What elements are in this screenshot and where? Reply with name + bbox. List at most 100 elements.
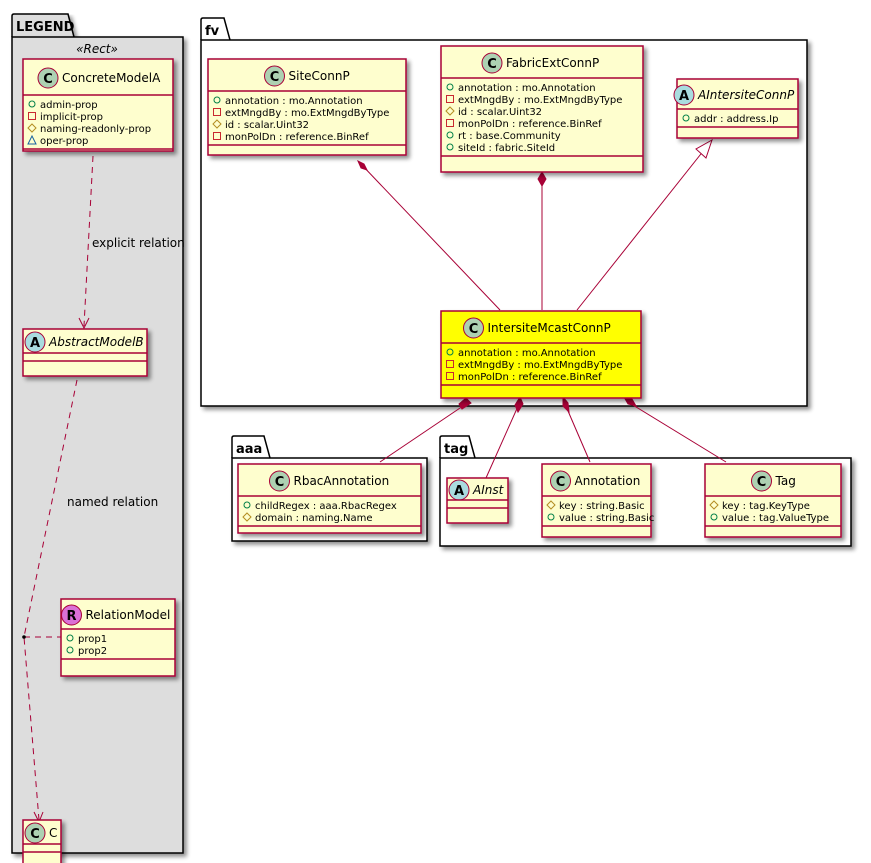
protected-visibility-icon [242, 512, 252, 522]
composition-diamond-icon [357, 159, 368, 171]
class-icon [751, 470, 772, 492]
protected-visibility-icon [445, 106, 455, 116]
class-kind-letter: C [757, 475, 767, 490]
rel-ainst-composition [485, 403, 520, 479]
class-icon [269, 470, 290, 492]
class-name: SiteConnP [289, 69, 350, 83]
class-attribute: siteId : fabric.SiteId [458, 143, 555, 154]
inheritance-triangle-icon [695, 138, 713, 159]
class-name: FabricExtConnP [506, 56, 599, 70]
class-attribute: monPolDn : reference.BinRef [225, 132, 369, 143]
private-visibility-icon [213, 132, 221, 140]
public-visibility-icon [243, 501, 251, 509]
composition-diamond-icon [562, 395, 570, 414]
private-visibility-icon [213, 108, 221, 116]
class-kind-letter: C [275, 475, 285, 490]
protected-visibility-icon [709, 500, 719, 510]
class-name: RbacAnnotation [294, 474, 390, 488]
class-attribute: rt : base.Community [458, 131, 561, 142]
legend-explicit-arrow-icon [78, 317, 90, 330]
class-attribute: oper-prop [40, 136, 88, 147]
class-attribute: value : string.Basic [559, 513, 654, 524]
protected-visibility-icon [546, 500, 556, 510]
class-attribute: annotation : mo.Annotation [458, 348, 596, 359]
legend-body [11, 36, 184, 854]
class-attribute: implicit-prop [40, 112, 103, 123]
class-attribute: extMngdBy : mo.ExtMngdByType [458, 95, 622, 106]
class-attribute: monPolDn : reference.BinRef [458, 372, 602, 383]
package-aaa-title: aaa [236, 442, 262, 457]
package-tag-tab [439, 435, 476, 459]
class-name: Tag [775, 474, 796, 488]
public-visibility-icon [446, 131, 454, 139]
class-attribute: naming-readonly-prop [40, 124, 151, 135]
class-attribute: extMngdBy : mo.ExtMngdByType [225, 108, 389, 119]
rel-rbacannotation-composition [379, 403, 467, 463]
class-attribute: childRegex : aaa.RbacRegex [255, 501, 397, 512]
legend-named-relation-label: named relation [67, 495, 158, 509]
public-visibility-icon [446, 143, 454, 151]
class-attribute: monPolDn : reference.BinRef [458, 119, 602, 130]
class-attribute: domain : naming.Name [255, 513, 373, 524]
class-kind-letter: R [66, 609, 76, 624]
abstract-class-icon [673, 84, 695, 106]
private-visibility-icon [446, 372, 454, 380]
public-visibility-icon [66, 634, 74, 642]
class-attribute: key : string.Basic [559, 501, 645, 512]
class-name: Annotation [575, 474, 641, 488]
rel-siteconnp-composition [359, 162, 501, 311]
class-name: AbstractModelB [48, 335, 144, 349]
public-visibility-icon [28, 100, 36, 108]
package-tag-title: tag [444, 442, 468, 457]
class-attribute: annotation : mo.Annotation [458, 83, 596, 94]
class-name: RelationModel [86, 608, 171, 622]
class-kind-letter: A [679, 89, 689, 104]
class-icon [264, 65, 285, 87]
class-kind-letter: C [469, 322, 479, 337]
package-aaa-tab [231, 435, 271, 459]
relation-class-icon [61, 604, 82, 626]
composition-diamond-icon [514, 395, 524, 414]
class-icon [550, 470, 571, 492]
public-visibility-icon [66, 646, 74, 654]
class-kind-letter: A [454, 484, 464, 499]
class-name: AIntersiteConnP [697, 88, 795, 102]
private-visibility-icon [446, 119, 454, 127]
rel-annotation-composition [564, 403, 591, 463]
legend-package: LEGEND «Rect» [11, 13, 184, 854]
class-icon [24, 822, 46, 844]
protected-visibility-icon [27, 123, 37, 133]
public-visibility-icon [710, 513, 718, 521]
class-attribute: id : scalar.Uint32 [225, 120, 309, 131]
package-fv-title: fv [205, 24, 220, 39]
class-name: ConcreteModelA [62, 71, 161, 85]
class-kind-letter: C [30, 827, 40, 842]
protected-visibility-icon [212, 119, 222, 129]
composition-diamond-icon [458, 397, 472, 410]
class-kind-letter: C [270, 70, 280, 85]
class-icon [481, 52, 503, 74]
class-box [207, 58, 407, 156]
class-box [541, 463, 652, 538]
class-kind-letter: C [556, 475, 566, 490]
rel-aintersiteconnp-inheritance [576, 139, 713, 311]
composition-diamond-icon [537, 170, 547, 188]
class-rbacannotation[interactable]: C RbacAnnotation childRegex : aaa.RbacRege… [237, 463, 422, 534]
legend-stereotype: «Rect» [76, 42, 118, 56]
public-visibility-icon [547, 513, 555, 521]
class-attribute: extMngdBy : mo.ExtMngdByType [458, 360, 622, 371]
public-visibility-icon [213, 96, 221, 104]
